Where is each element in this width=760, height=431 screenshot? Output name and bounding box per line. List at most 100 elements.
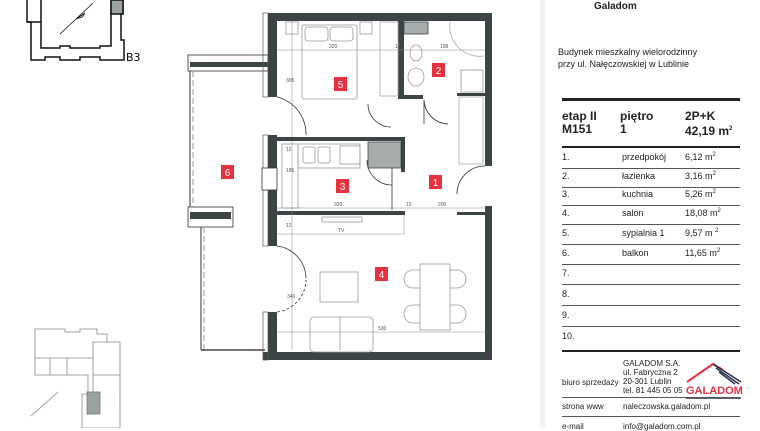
building-line-2: przy ul. Nałęczowskiej w Lublinie [558,59,690,69]
room-name: balkon [622,248,649,258]
dim-hall-wall: 10 [406,202,412,208]
room-area: 5,26 m2 [685,189,716,199]
row-divider [562,284,740,285]
office-address: GALADOM S.A. ul. Fabryczna 2 20-301 Lubl… [623,359,683,395]
dining-table [419,263,451,331]
room-number: 9. [562,310,570,320]
dim-living-width: 530 [378,326,387,332]
tv-stand [321,216,363,223]
room-name: salon [622,208,644,218]
room-number: 2. [562,171,570,181]
email-link[interactable]: info@galadom.com.pl [623,422,701,431]
room-number: 5. [562,228,570,238]
coffee-table [319,271,359,303]
row-divider [562,326,740,327]
shower [449,21,485,57]
row-divider [562,168,740,169]
svg-text:4: 4 [379,270,385,281]
bed [301,24,358,100]
svg-text:5: 5 [338,80,344,91]
window [261,167,278,191]
row-divider [562,224,740,225]
room-number: 6. [562,248,570,258]
room-area: 3,16 m2 [685,171,716,181]
floor-plan: B3 [26,0,492,428]
room-area: 6,12 m2 [685,152,716,162]
floor-value: 1 [620,122,627,136]
unit-code: M151 [562,122,593,136]
room-number: 7. [562,268,570,278]
wardrobe [379,21,399,97]
room-label-3: 3 [336,179,349,193]
www-label: strona www [562,402,604,411]
room-area: 18,08 m2 [685,208,721,218]
svg-text:GALADOM: GALADOM [686,385,743,397]
info-panel: Galadom Budynek mieszkalny wielorodzinny… [540,0,760,431]
svg-text:2: 2 [436,66,442,77]
room-label-1: 1 [429,175,442,189]
room-name: łazienka [622,171,656,181]
dim-tv: TV [338,228,345,234]
building-line-1: Budynek mieszkalny wielorodzinny [558,47,698,57]
washing-machine [460,69,484,93]
site-plan-bottom [30,328,121,428]
room-area: 9,57 m 2 [685,228,719,238]
sofa [309,316,374,353]
fridge [367,141,402,169]
room-name: sypialnia 1 [622,228,665,238]
room-name: kuchnia [622,189,654,199]
galadom-logo: GALADOM [686,362,743,399]
dim-living-depth: 346 [287,294,296,300]
room-name: przedpokój [622,152,667,162]
stove-icon [339,145,361,165]
nightstand [359,21,373,35]
dim-bath-wall: 12 [395,44,401,50]
row-divider [562,205,740,206]
room-label-6: 6 [221,165,234,179]
dimensions: 320 12 198 305 12 185 320 10 200 12 TV 3… [286,44,449,332]
room-number: 3. [562,189,570,199]
balcony [187,54,269,351]
room-number: 10. [562,331,575,341]
dimension-lines [277,21,485,350]
email-label: e-mail [562,422,584,431]
dim-kitchen-width: 320 [334,202,343,208]
furniture [281,21,485,353]
row-divider [562,264,740,265]
office-label: biuro sprzedaży [562,378,619,387]
svg-text:1: 1 [433,178,439,189]
total-area: 42,19 m [685,124,730,138]
walls [263,13,492,360]
dim-kitchen-wall: 12 [286,147,292,153]
room-labels: 1 2 3 4 5 6 [221,63,445,281]
dim-hall-width: 200 [438,202,447,208]
dim-bath-width: 198 [440,44,449,50]
room-number: 4. [562,208,570,218]
sink-icon [407,67,425,87]
www-link[interactable]: naleczowska.galadom.pl [623,402,711,411]
row-divider [562,305,740,306]
dim-bed-width: 320 [329,44,338,50]
room-number: 8. [562,289,570,299]
dim-living-wall: 12 [286,223,292,229]
room-label-2: 2 [432,63,445,77]
dim-bed-depth: 305 [286,78,295,84]
wardrobe [458,96,484,165]
building-label: B3 [126,51,141,64]
svg-text:3: 3 [340,182,346,193]
outer-insulation [262,12,269,361]
brand-name: Galadom [594,1,637,12]
room-label-4: 4 [375,267,388,281]
site-plan-top [26,0,125,61]
bath-cabinet [403,21,429,35]
dim-kitchen-counter: 185 [286,168,295,174]
room-area: 11,65 m2 [685,248,721,258]
row-divider [562,244,740,245]
room-label-5: 5 [334,77,347,91]
toilet-icon [409,44,423,62]
svg-text:6: 6 [225,168,231,179]
row-divider [562,187,740,188]
